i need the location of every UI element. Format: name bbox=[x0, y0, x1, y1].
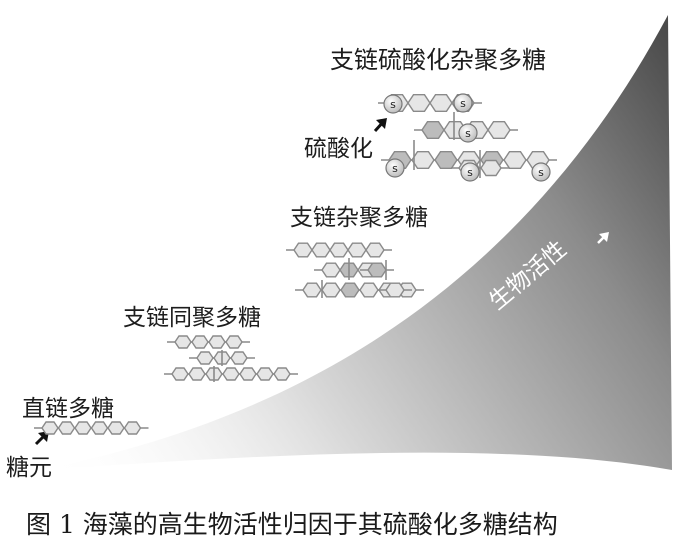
sugar-unit-hexagon bbox=[90, 421, 109, 435]
sugar-unit-hexagon bbox=[487, 120, 511, 140]
sugar-unit-hexagon bbox=[411, 150, 435, 170]
sugar-unit-hexagon bbox=[174, 335, 192, 349]
sugar-unit-hexagon bbox=[421, 120, 445, 140]
sulfate-icon bbox=[383, 94, 403, 114]
label-sulfated-branched-heteropolysaccharide: 支链硫酸化杂聚多糖 bbox=[330, 46, 546, 74]
sugar-unit-hexagon bbox=[222, 367, 240, 381]
sugar-unit-hexagon bbox=[329, 242, 349, 258]
sulfate-label: s bbox=[390, 98, 396, 111]
sugar-unit-hexagon bbox=[171, 367, 189, 381]
sugar-unit-hexagon bbox=[256, 367, 274, 381]
sugar-unit-hexagon bbox=[321, 262, 341, 278]
sulfate-icon bbox=[458, 123, 478, 143]
sugar-unit-hexagon bbox=[188, 367, 206, 381]
sugar-unit-hexagon bbox=[385, 282, 405, 298]
sugar-unit-hexagon bbox=[480, 159, 502, 177]
figure-caption: 图 1 海藻的高生物活性归因于其硫酸化多糖结构 bbox=[26, 510, 558, 539]
sulfate-label: s bbox=[467, 166, 473, 179]
sugar-unit-hexagon bbox=[57, 421, 76, 435]
sulfate-label: s bbox=[460, 97, 466, 110]
label-sulfation: 硫酸化 bbox=[304, 136, 373, 162]
sulfate-icon bbox=[531, 162, 551, 182]
sugar-unit-hexagon bbox=[196, 351, 214, 365]
sugar-unit-hexagon bbox=[429, 93, 453, 113]
sugar-unit-hexagon bbox=[191, 335, 209, 349]
sugar-unit-hexagon bbox=[273, 367, 291, 381]
sugar-unit-hexagon bbox=[225, 335, 243, 349]
label-branched-homopolysaccharide: 支链同聚多糖 bbox=[123, 305, 261, 331]
arrow-icon bbox=[373, 118, 387, 133]
sulfate-groups: s s s s s s bbox=[383, 93, 551, 182]
sugar-unit-hexagon bbox=[367, 262, 387, 278]
sulfate-icon bbox=[453, 93, 473, 113]
sulfate-icon bbox=[385, 158, 405, 178]
sugar-unit-hexagon bbox=[208, 335, 226, 349]
sugar-unit-hexagon bbox=[293, 242, 313, 258]
sugar-unit-hexagon bbox=[230, 351, 248, 365]
sugar-unit-hexagon bbox=[311, 242, 331, 258]
label-linear-polysaccharide: 直链多糖 bbox=[22, 396, 114, 422]
sugar-unit-hexagon bbox=[239, 367, 257, 381]
label-sugar-unit: 糖元 bbox=[6, 455, 52, 481]
sugar-unit-hexagon bbox=[107, 421, 125, 435]
sugar-unit-hexagon bbox=[74, 421, 92, 435]
sulfate-label: s bbox=[465, 127, 471, 140]
sugar-unit-hexagon bbox=[321, 282, 341, 298]
sulfate-label: s bbox=[538, 166, 544, 179]
sugar-unit-hexagon bbox=[302, 282, 322, 298]
sulfate-icon bbox=[460, 162, 480, 182]
arrow-icon bbox=[597, 232, 609, 244]
label-branched-heteropolysaccharide: 支链杂聚多糖 bbox=[290, 205, 428, 231]
sugar-unit-hexagon bbox=[365, 242, 385, 258]
sugar-unit-hexagon bbox=[123, 421, 142, 435]
sugar-unit-hexagon bbox=[359, 282, 379, 298]
sugar-unit-hexagon bbox=[340, 282, 360, 298]
sugar-unit-hexagon bbox=[503, 150, 527, 170]
sugar-unit-hexagon bbox=[434, 150, 458, 170]
bioactivity-curve bbox=[40, 15, 672, 470]
sugar-unit-hexagon bbox=[347, 242, 367, 258]
sugar-unit-hexagon bbox=[41, 421, 59, 435]
sugar-unit-hexagon bbox=[407, 93, 431, 113]
sulfate-label: s bbox=[392, 162, 398, 175]
